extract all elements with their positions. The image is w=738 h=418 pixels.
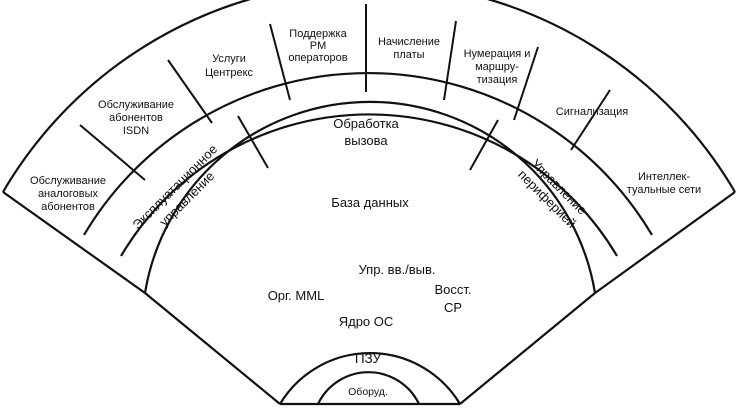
outer-segment-operators-support: Поддержка PM операторов <box>288 28 347 64</box>
outer-separator-6 <box>513 46 539 121</box>
outer-segment-centrex: Услуги Центрекс <box>205 53 254 79</box>
outer-segment-signaling: Сигнализация <box>556 106 628 118</box>
segment-label-line: Поддержка <box>289 28 347 40</box>
segment-label-line: Нумерация и <box>464 48 531 60</box>
segment-label-line: Услуги <box>212 53 246 65</box>
segment-label-line: ISDN <box>123 125 149 137</box>
outer-segment-isdn-subscribers: Обслуживание абонентов ISDN <box>98 99 174 137</box>
segment-label-line: PM <box>310 40 327 52</box>
outer-separator-5 <box>443 20 457 101</box>
segment-label-line: аналоговых <box>38 188 99 200</box>
middle-separator-right <box>469 119 499 171</box>
segment-label-line: Интеллек- <box>638 171 690 183</box>
outer-segment-numbering-routing: Нумерация и маршру- тизация <box>464 48 531 86</box>
mml-label: Орг. MML <box>268 288 325 303</box>
outer-segment-billing: Начисление платы <box>378 36 440 61</box>
middle-segment-call-processing: Обработка вызова <box>333 116 399 148</box>
segment-label-line: Начисление <box>378 36 440 48</box>
database-label: База данных <box>331 195 409 210</box>
io-control-label: Упр. вв./выв. <box>359 262 436 277</box>
outer-ring <box>2 0 736 193</box>
segment-label-line: операторов <box>288 52 347 64</box>
fan-left-edge <box>2 191 146 294</box>
ring-outer-services-inner-edge <box>83 71 653 236</box>
fan-right-edge <box>594 191 736 294</box>
segment-label-line: абонентов <box>41 201 95 213</box>
os-kernel-label: Ядро ОС <box>339 314 394 329</box>
segment-label-line: тизация <box>477 74 518 86</box>
segment-label-line: Обслуживание <box>30 175 106 187</box>
outer-segment-analog-subscribers: Обслуживание аналоговых абонентов <box>30 175 106 213</box>
middle-separator-left <box>237 115 269 169</box>
ring-os-inner-edge <box>279 351 461 405</box>
outer-separator-2 <box>167 59 213 124</box>
segment-label-line: Сигнализация <box>556 106 628 118</box>
segment-label-line: Обслуживание <box>98 99 174 111</box>
recovery-label-line: Восст. <box>434 282 471 297</box>
os-right-base <box>459 292 596 405</box>
outer-separator-1 <box>79 124 146 181</box>
outer-separator-3 <box>269 23 291 101</box>
segment-label-line: туальные сети <box>627 184 701 196</box>
ring-middle-inner-edge <box>120 113 618 257</box>
ring-database-inner-edge <box>143 100 597 294</box>
segment-label-line: абонентов <box>109 112 163 124</box>
outer-segment-intelligent-networks: Интеллек- туальные сети <box>627 171 701 196</box>
segment-label-line: Обработка <box>333 116 399 131</box>
segment-label-line: вызова <box>344 133 388 148</box>
outer-separator-7 <box>570 89 611 151</box>
rom-label: ПЗУ <box>355 351 382 366</box>
segment-label-line: платы <box>393 49 424 61</box>
segment-label-line: Центрекс <box>205 67 254 79</box>
recovery-label-line: CP <box>444 300 462 315</box>
ring-rom-inner-edge <box>317 371 420 405</box>
segment-label-line: маршру- <box>475 61 519 73</box>
hardware-label: Оборуд. <box>348 386 388 398</box>
os-left-base <box>144 292 281 405</box>
